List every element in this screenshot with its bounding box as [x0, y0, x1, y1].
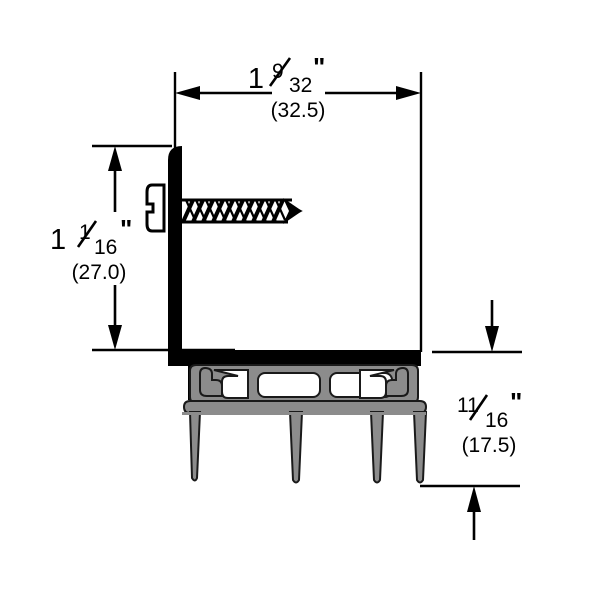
depth-metric-value: (17.5) [462, 434, 517, 457]
sweep-fin-4 [412, 411, 428, 484]
vertical-mounting-flange [168, 146, 182, 350]
sweep-fin-3 [369, 411, 385, 484]
height-inch-mark: " [120, 214, 132, 244]
width-fraction-bar [268, 57, 292, 87]
width-inch-mark: " [313, 52, 325, 82]
width-fraction-numerator: 9 [272, 60, 284, 83]
width-arrowhead-right [396, 86, 421, 100]
left-hook-void [213, 369, 249, 399]
chamber-void-1 [257, 372, 321, 398]
depth-arrowhead-bottom [467, 486, 481, 512]
height-metric-value: (27.0) [72, 261, 127, 284]
height-arrowhead-bottom [108, 325, 122, 350]
width-whole-number: 1 [248, 63, 264, 95]
height-fraction-denominator: 16 [94, 236, 117, 259]
width-arrowhead-left [175, 86, 200, 100]
horizontal-top-plate [168, 350, 421, 366]
depth-fraction-numerator: 11 [457, 394, 479, 417]
extrusion-profile [168, 146, 428, 484]
height-whole-number: 1 [50, 224, 66, 256]
height-fraction-bar [76, 220, 98, 248]
fin-carrier-bar [182, 400, 428, 414]
height-fraction-numerator: 1 [79, 221, 91, 244]
width-metric-value: (32.5) [271, 99, 326, 122]
right-hook-void [359, 369, 395, 399]
sweep-fin-2 [288, 411, 304, 484]
pan-head-screw-group [145, 183, 303, 233]
screw-point [283, 198, 302, 224]
depth-inch-mark: " [510, 387, 522, 417]
flange-height-dimension-group: 1 1 16 " (27.0) [50, 144, 235, 352]
depth-arrowhead-top [485, 326, 499, 352]
sweep-fin-1 [188, 411, 202, 482]
screw-head [145, 183, 166, 233]
width-fraction-denominator: 32 [289, 74, 312, 97]
height-arrowhead-top [108, 146, 122, 171]
width-dimension-group: 1 9 32 " (32.5) [173, 52, 423, 352]
screw-thread-roots [184, 199, 287, 223]
fin-carrier-underside [182, 412, 426, 415]
screw-point-detail [287, 203, 303, 219]
sweep-depth-dimension-group: 11 16 " (17.5) [420, 300, 522, 540]
depth-fraction-bar [468, 394, 489, 421]
depth-fraction-denominator: 16 [485, 409, 508, 432]
